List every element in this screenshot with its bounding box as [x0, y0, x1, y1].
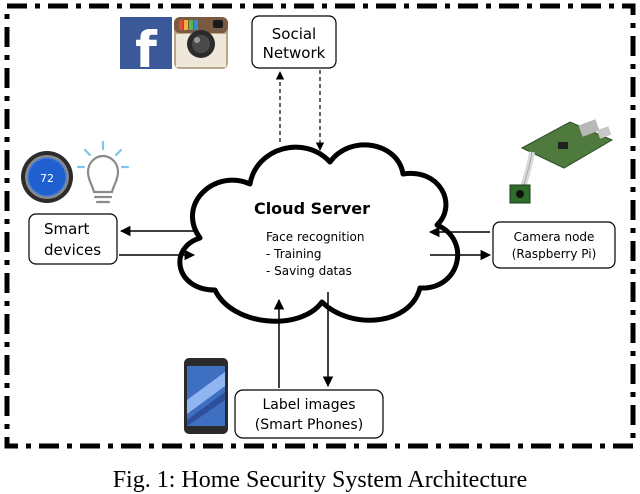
figure-caption: Fig. 1: Home Security System Architectur…: [112, 467, 528, 493]
facebook-logo-letter: f: [135, 21, 158, 79]
lightbulb-icon: [76, 140, 130, 204]
cloud-server-title: Cloud Server: [254, 199, 370, 218]
camera-node-line-2: (Raspberry Pi): [512, 247, 597, 261]
label-images-box: [234, 389, 384, 439]
thermostat-reading: 72: [40, 172, 54, 185]
smart-devices-line-2: devices: [44, 241, 101, 259]
camera-node-box: [492, 221, 616, 269]
cloud-server-line-2: - Training: [266, 247, 322, 261]
smart-devices-box: [28, 213, 118, 265]
raspberry-pi-camera-icon: [492, 114, 617, 209]
social-network-line-1: Social: [272, 25, 316, 43]
social-network-line-2: Network: [263, 44, 326, 62]
architecture-diagram: Cloud Server Face recognition - Training…: [4, 3, 636, 449]
cloud-server-shape: [177, 142, 461, 324]
social-network-box: [251, 15, 337, 69]
smart-devices-line-1: Smart: [44, 220, 89, 238]
smartphone-icon: [184, 358, 228, 434]
label-images-line-2: (Smart Phones): [255, 417, 363, 433]
cloud-server-line-1: Face recognition: [266, 230, 364, 244]
cloud-server-line-3: - Saving datas: [266, 264, 352, 278]
label-images-line-1: Label images: [262, 397, 355, 413]
camera-node-line-1: Camera node: [514, 230, 595, 244]
instagram-logo-icon: [174, 17, 228, 69]
thermostat-icon: 72: [21, 151, 73, 203]
facebook-logo-icon: f: [120, 17, 172, 79]
